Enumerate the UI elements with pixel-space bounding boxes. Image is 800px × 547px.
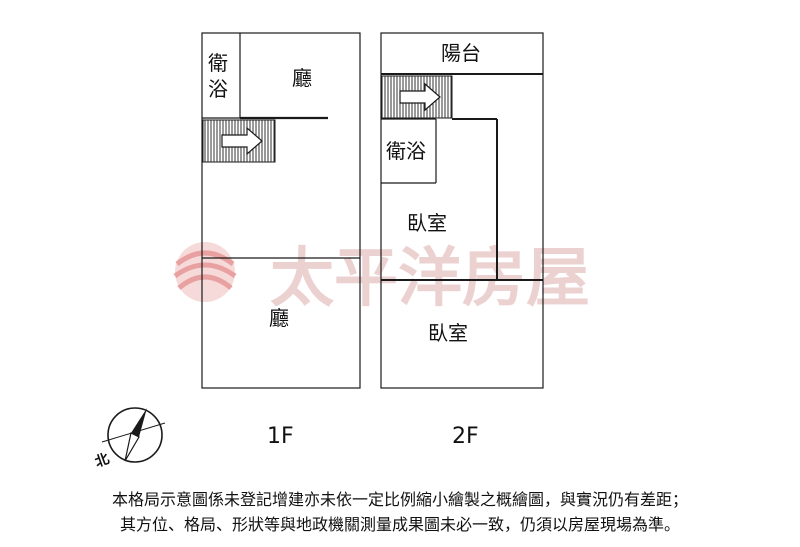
compass-needle-north (131, 408, 147, 437)
floor-2f-stairs (381, 75, 453, 119)
stairs-direction-arrow (399, 82, 441, 112)
floor-2f-label: 2F (452, 424, 479, 449)
brand-logo-icon (173, 242, 237, 302)
floor-1f-bath-label-bottom: 浴 (208, 77, 228, 101)
floor-1f (201, 32, 361, 389)
floor-2f-balcony-label: 陽台 (441, 41, 481, 65)
floor-1f-stairs (202, 119, 276, 163)
floor-1f-hall-bottom-label: 廳 (269, 306, 289, 330)
floor-1f-hall-top-label: 廳 (292, 66, 312, 90)
floor-plan: 太平洋房屋 衛 浴 廳 廳 陽台 衛浴 臥室 臥室 1F (93, 32, 590, 471)
floor-1f-bath-label-top: 衛 (208, 51, 228, 75)
watermark: 太平洋房屋 (173, 241, 590, 316)
floor-2f-bedroom-2-label: 臥室 (428, 321, 468, 345)
compass-north-label: 北 (93, 451, 112, 471)
disclaimer-line-1: 本格局示意圖係未登記增建亦未依一定比例縮小繪製之概繪圖，與實況仍有差距； (111, 490, 688, 509)
floor-1f-label: 1F (267, 424, 294, 449)
stairs-direction-arrow (221, 126, 263, 156)
compass-needle-south (124, 432, 140, 462)
floor-2f-bedroom-1-label: 臥室 (407, 211, 447, 235)
compass-icon: 北 (93, 407, 166, 471)
floor-2f-outline (380, 32, 544, 389)
disclaimer-line-2: 其方位、格局、形狀等與地政機關測量成果圖未必一致，仍須以房屋現場為準。 (119, 515, 680, 534)
floor-1f-outline (201, 32, 361, 389)
floor-2f (380, 32, 544, 389)
watermark-brand-text: 太平洋房屋 (270, 241, 590, 316)
floor-2f-bath-label: 衛浴 (386, 139, 426, 163)
